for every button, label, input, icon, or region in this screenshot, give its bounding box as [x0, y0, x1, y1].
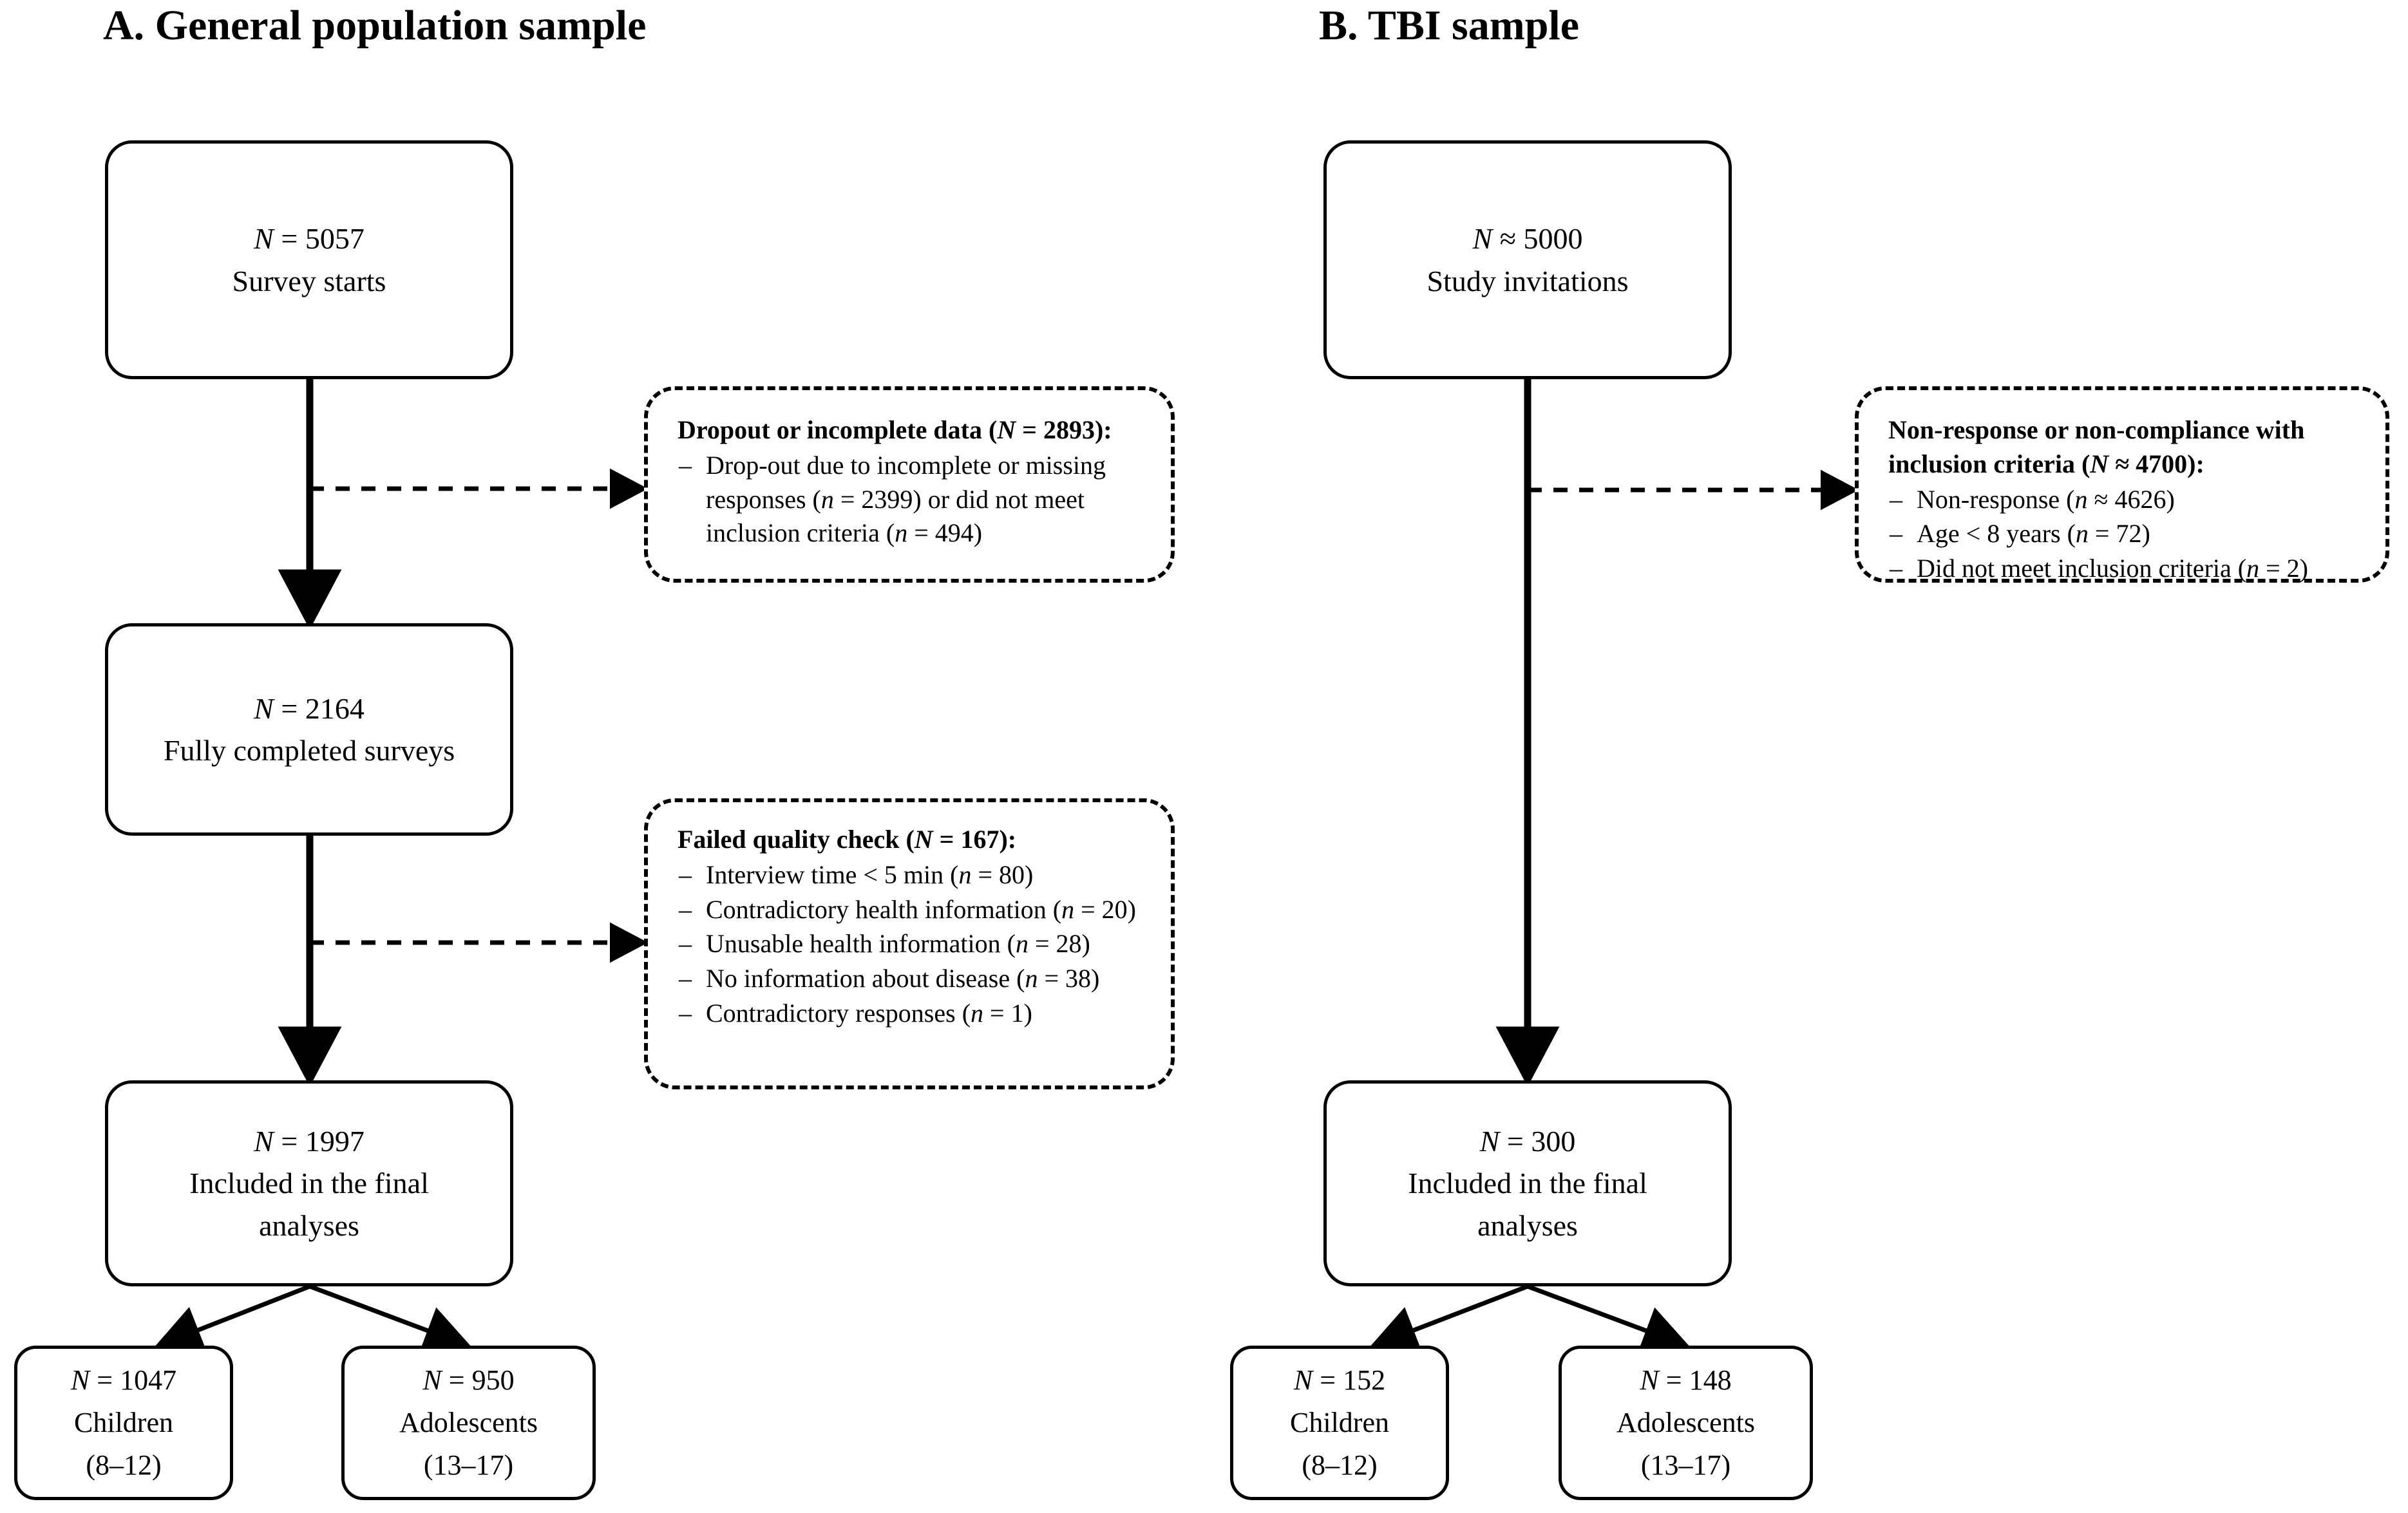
exclusion-non-response-non-compliance: Non-response or non-compliance with incl… [1855, 386, 2389, 583]
bullet-dash-icon: – [679, 450, 692, 480]
node-label-line: Study invitations [1427, 264, 1629, 297]
exclusion-list-item: – Drop-out due to incomplete or missing … [678, 449, 1149, 550]
arrow-a-to-adolescents [308, 1284, 472, 1354]
node-label-line: Fully completed surveys [163, 734, 455, 767]
node-count-line: N = 950 [422, 1364, 515, 1396]
node-adolescents-b: N = 148 Adolescents (13–17) [1559, 1346, 1813, 1500]
exclusion-list: – Non-response (n ≈ 4626) – Age < 8 year… [1888, 483, 2364, 586]
item-text-b: ) [1023, 998, 1032, 1028]
exclusion-heading: Failed quality check (N = 167): [678, 825, 1017, 854]
exclusion-list-item: – Age < 8 years (n = 72) [1888, 517, 2364, 551]
node-count-line: N = 148 [1640, 1364, 1732, 1396]
exclusion-heading: Dropout or incomplete data (N = 2893): [678, 415, 1112, 444]
item-text-a: Non-response ( [1917, 484, 2075, 514]
item-text-a: Contradictory responses ( [706, 998, 971, 1028]
item-text-a: No information about disease ( [706, 964, 1025, 993]
node-label-line: Survey starts [232, 264, 386, 297]
node-age-range: (13–17) [1640, 1449, 1731, 1481]
exclusion-dropout-incomplete-data: Dropout or incomplete data (N = 2893): –… [644, 386, 1175, 583]
item-text-b: ) [2141, 519, 2150, 549]
item-text-b: ) [1127, 894, 1136, 924]
node-label-line: Children [1290, 1407, 1389, 1438]
exclusion-heading: Non-response or non-compliance with incl… [1888, 415, 2305, 478]
exclusion-list-item: – Non-response (n ≈ 4626) [1888, 483, 2364, 517]
node-survey-starts: N = 5057 Survey starts [105, 140, 513, 379]
bullet-dash-icon: – [679, 964, 692, 993]
bullet-dash-icon: – [679, 998, 692, 1028]
exclusion-list-item: – Contradictory responses (n = 1) [678, 997, 1149, 1031]
exclusion-list-item: – No information about disease (n = 38) [678, 962, 1149, 996]
item-text-b: ) [1091, 964, 1100, 993]
node-included-final-analyses-a: N = 1997 Included in the final analyses [105, 1080, 513, 1286]
node-label-line: Adolescents [1616, 1407, 1756, 1438]
exclusion-list-item: – Interview time < 5 min (n = 80) [678, 858, 1149, 892]
panel-b-title: B. TBI sample [1319, 2, 1580, 49]
node-fully-completed-surveys: N = 2164 Fully completed surveys [105, 623, 513, 836]
exclusion-list-item: – Did not meet inclusion criteria (n = 2… [1888, 552, 2364, 586]
node-age-range: (8–12) [1302, 1449, 1378, 1481]
node-age-range: (13–17) [423, 1449, 514, 1481]
node-included-final-analyses-b: N = 300 Included in the final analyses [1323, 1080, 1732, 1286]
node-label-line: Included in the final [1408, 1167, 1647, 1200]
node-label-line-2: analyses [259, 1208, 359, 1242]
node-label-line: Children [74, 1407, 173, 1438]
panel-a-title: A. General population sample [103, 2, 647, 49]
node-label-line: Adolescents [399, 1407, 538, 1438]
item-text-a: Interview time < 5 min ( [706, 860, 959, 889]
item-text-a: Unusable health information ( [706, 929, 1016, 959]
item-text-a: Did not meet inclusion criteria ( [1917, 554, 2247, 583]
exclusion-list-item: – Unusable health information (n = 28) [678, 927, 1149, 961]
item-text-b: ) or did not meet inclusion criteria ( [706, 484, 1085, 548]
node-age-range: (8–12) [86, 1449, 162, 1481]
bullet-dash-icon: – [679, 860, 692, 889]
node-count-line: N = 300 [1479, 1125, 1576, 1158]
item-text-a: Drop-out due to incomplete or missing re… [706, 450, 1106, 514]
bullet-dash-icon: – [1890, 554, 1902, 583]
node-children-b: N = 152 Children (8–12) [1230, 1346, 1449, 1500]
bullet-dash-icon: – [679, 894, 692, 924]
node-count-line: N = 1997 [254, 1125, 365, 1158]
exclusion-failed-quality-check: Failed quality check (N = 167): – Interv… [644, 798, 1175, 1089]
exclusion-list-item: – Contradictory health information (n = … [678, 893, 1149, 927]
node-label-line-2: analyses [1477, 1208, 1578, 1242]
item-text-a: Age < 8 years ( [1917, 519, 2076, 549]
item-text-c: ) [973, 518, 983, 548]
exclusion-list: – Drop-out due to incomplete or missing … [678, 449, 1149, 550]
item-text-a: Contradictory health information ( [706, 894, 1062, 924]
item-text-b: ) [2299, 554, 2308, 583]
node-adolescents-a: N = 950 Adolescents (13–17) [341, 1346, 596, 1500]
node-children-a: N = 1047 Children (8–12) [14, 1346, 233, 1500]
bullet-dash-icon: – [679, 929, 692, 959]
node-count-line: N = 1047 [70, 1364, 177, 1396]
node-count-line: N = 2164 [254, 691, 365, 725]
bullet-dash-icon: – [1890, 519, 1902, 549]
node-study-invitations: N ≈ 5000 Study invitations [1323, 140, 1732, 379]
arrow-b-to-adolescents [1526, 1284, 1691, 1354]
bullet-dash-icon: – [1890, 484, 1902, 514]
arrow-a-to-children [154, 1284, 311, 1353]
node-count-line: N = 152 [1293, 1364, 1386, 1396]
node-label-line: Included in the final [189, 1167, 429, 1200]
node-count-line: N = 5057 [254, 222, 365, 256]
item-text-b: ) [2166, 484, 2175, 514]
node-count-line: N ≈ 5000 [1472, 222, 1583, 256]
item-text-b: ) [1025, 860, 1034, 889]
exclusion-list: – Interview time < 5 min (n = 80) – Cont… [678, 858, 1149, 1031]
item-text-b: ) [1081, 929, 1090, 959]
arrow-b-to-children [1369, 1284, 1529, 1354]
